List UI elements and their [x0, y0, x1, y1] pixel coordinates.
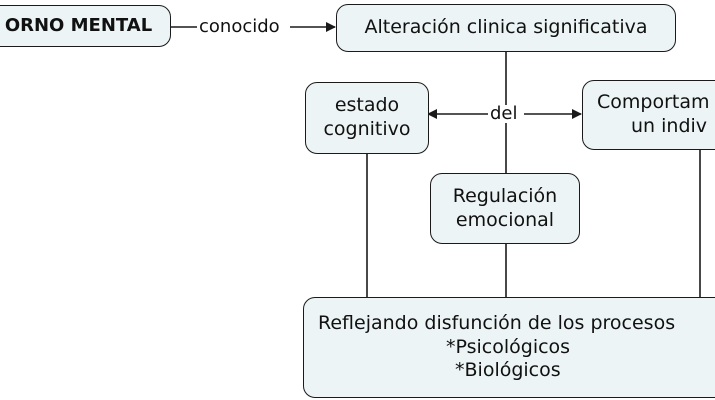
node-regulacion-emocional[interactable]: Regulación emocional	[430, 173, 580, 244]
node-reflejando-line-2: *Psicológicos	[446, 335, 571, 358]
link-label-conocido: conocido	[197, 16, 282, 37]
node-trastorno-mental-label: ORNO MENTAL	[4, 14, 153, 36]
node-estado-cognitivo-line-2: cognitivo	[323, 118, 411, 140]
node-estado-cognitivo[interactable]: estado cognitivo	[305, 82, 429, 154]
node-reflejando-line-1: Reflejando disfunción de los procesos	[318, 311, 676, 334]
node-regulacion-emocional-line-1: Regulación	[452, 184, 558, 207]
node-comportamiento-line-1: Comportam	[597, 91, 710, 114]
node-estado-cognitivo-line-1: estado	[334, 94, 400, 117]
node-comportamiento-line-2: un indiv	[631, 115, 708, 137]
node-reflejando-line-3: *Biológicos	[455, 359, 561, 382]
node-alteracion-clinica-label: Alteración clinica significativa	[364, 16, 648, 39]
link-label-del: del	[488, 103, 520, 124]
node-comportamiento[interactable]: Comportam un indiv	[582, 80, 715, 150]
node-reflejando-disfuncion[interactable]: Reflejando disfunción de los procesos *P…	[303, 297, 715, 398]
node-alteracion-clinica[interactable]: Alteración clinica significativa	[336, 4, 676, 52]
node-trastorno-mental[interactable]: ORNO MENTAL	[0, 5, 171, 47]
node-regulacion-emocional-line-2: emocional	[455, 208, 555, 231]
